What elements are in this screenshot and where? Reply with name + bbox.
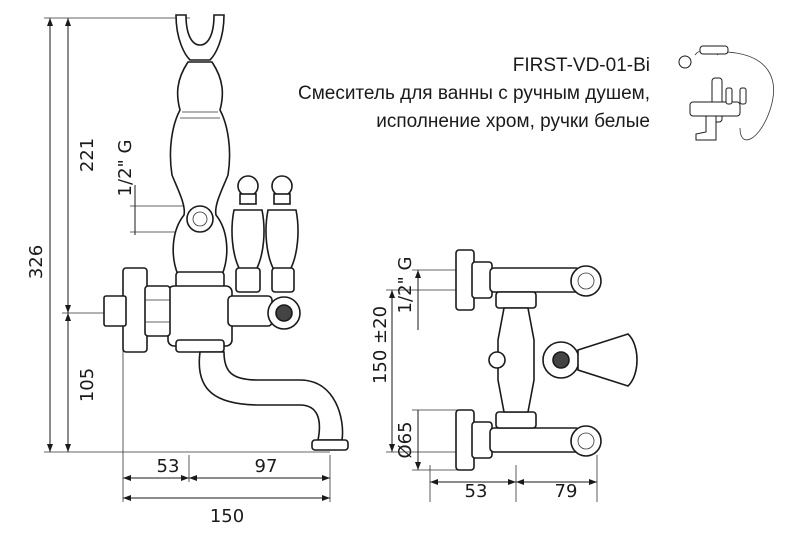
dim-flange-diameter: Ø65 bbox=[395, 421, 416, 458]
dim-total-height: 326 bbox=[26, 245, 47, 279]
dim-thread-top: 1/2" G bbox=[395, 257, 416, 314]
dim-height-upper: 221 bbox=[77, 138, 98, 172]
model-code: FIRST-VD-01-Bi bbox=[512, 55, 650, 76]
description-line-1: Смеситель для ванны с ручным душем, bbox=[297, 83, 650, 104]
faucet-top-view bbox=[455, 249, 638, 471]
dim-spout-left: 53 bbox=[157, 456, 180, 477]
side-view-dimensions bbox=[44, 17, 331, 502]
dim-thread-side: 1/2" G bbox=[115, 140, 136, 197]
dim-height-lower: 105 bbox=[77, 368, 98, 402]
front-view-dimensions bbox=[386, 269, 598, 502]
product-thumbnail bbox=[678, 45, 774, 141]
faucet-side-view bbox=[103, 14, 349, 451]
description-line-2: исполнение хром, ручки белые bbox=[376, 111, 650, 132]
dim-top-right: 79 bbox=[555, 481, 578, 502]
dim-top-left: 53 bbox=[465, 481, 488, 502]
dim-center-distance: 150 ±20 bbox=[370, 306, 391, 384]
dim-spout-right: 97 bbox=[255, 456, 278, 477]
dim-total-width: 150 bbox=[210, 506, 244, 527]
